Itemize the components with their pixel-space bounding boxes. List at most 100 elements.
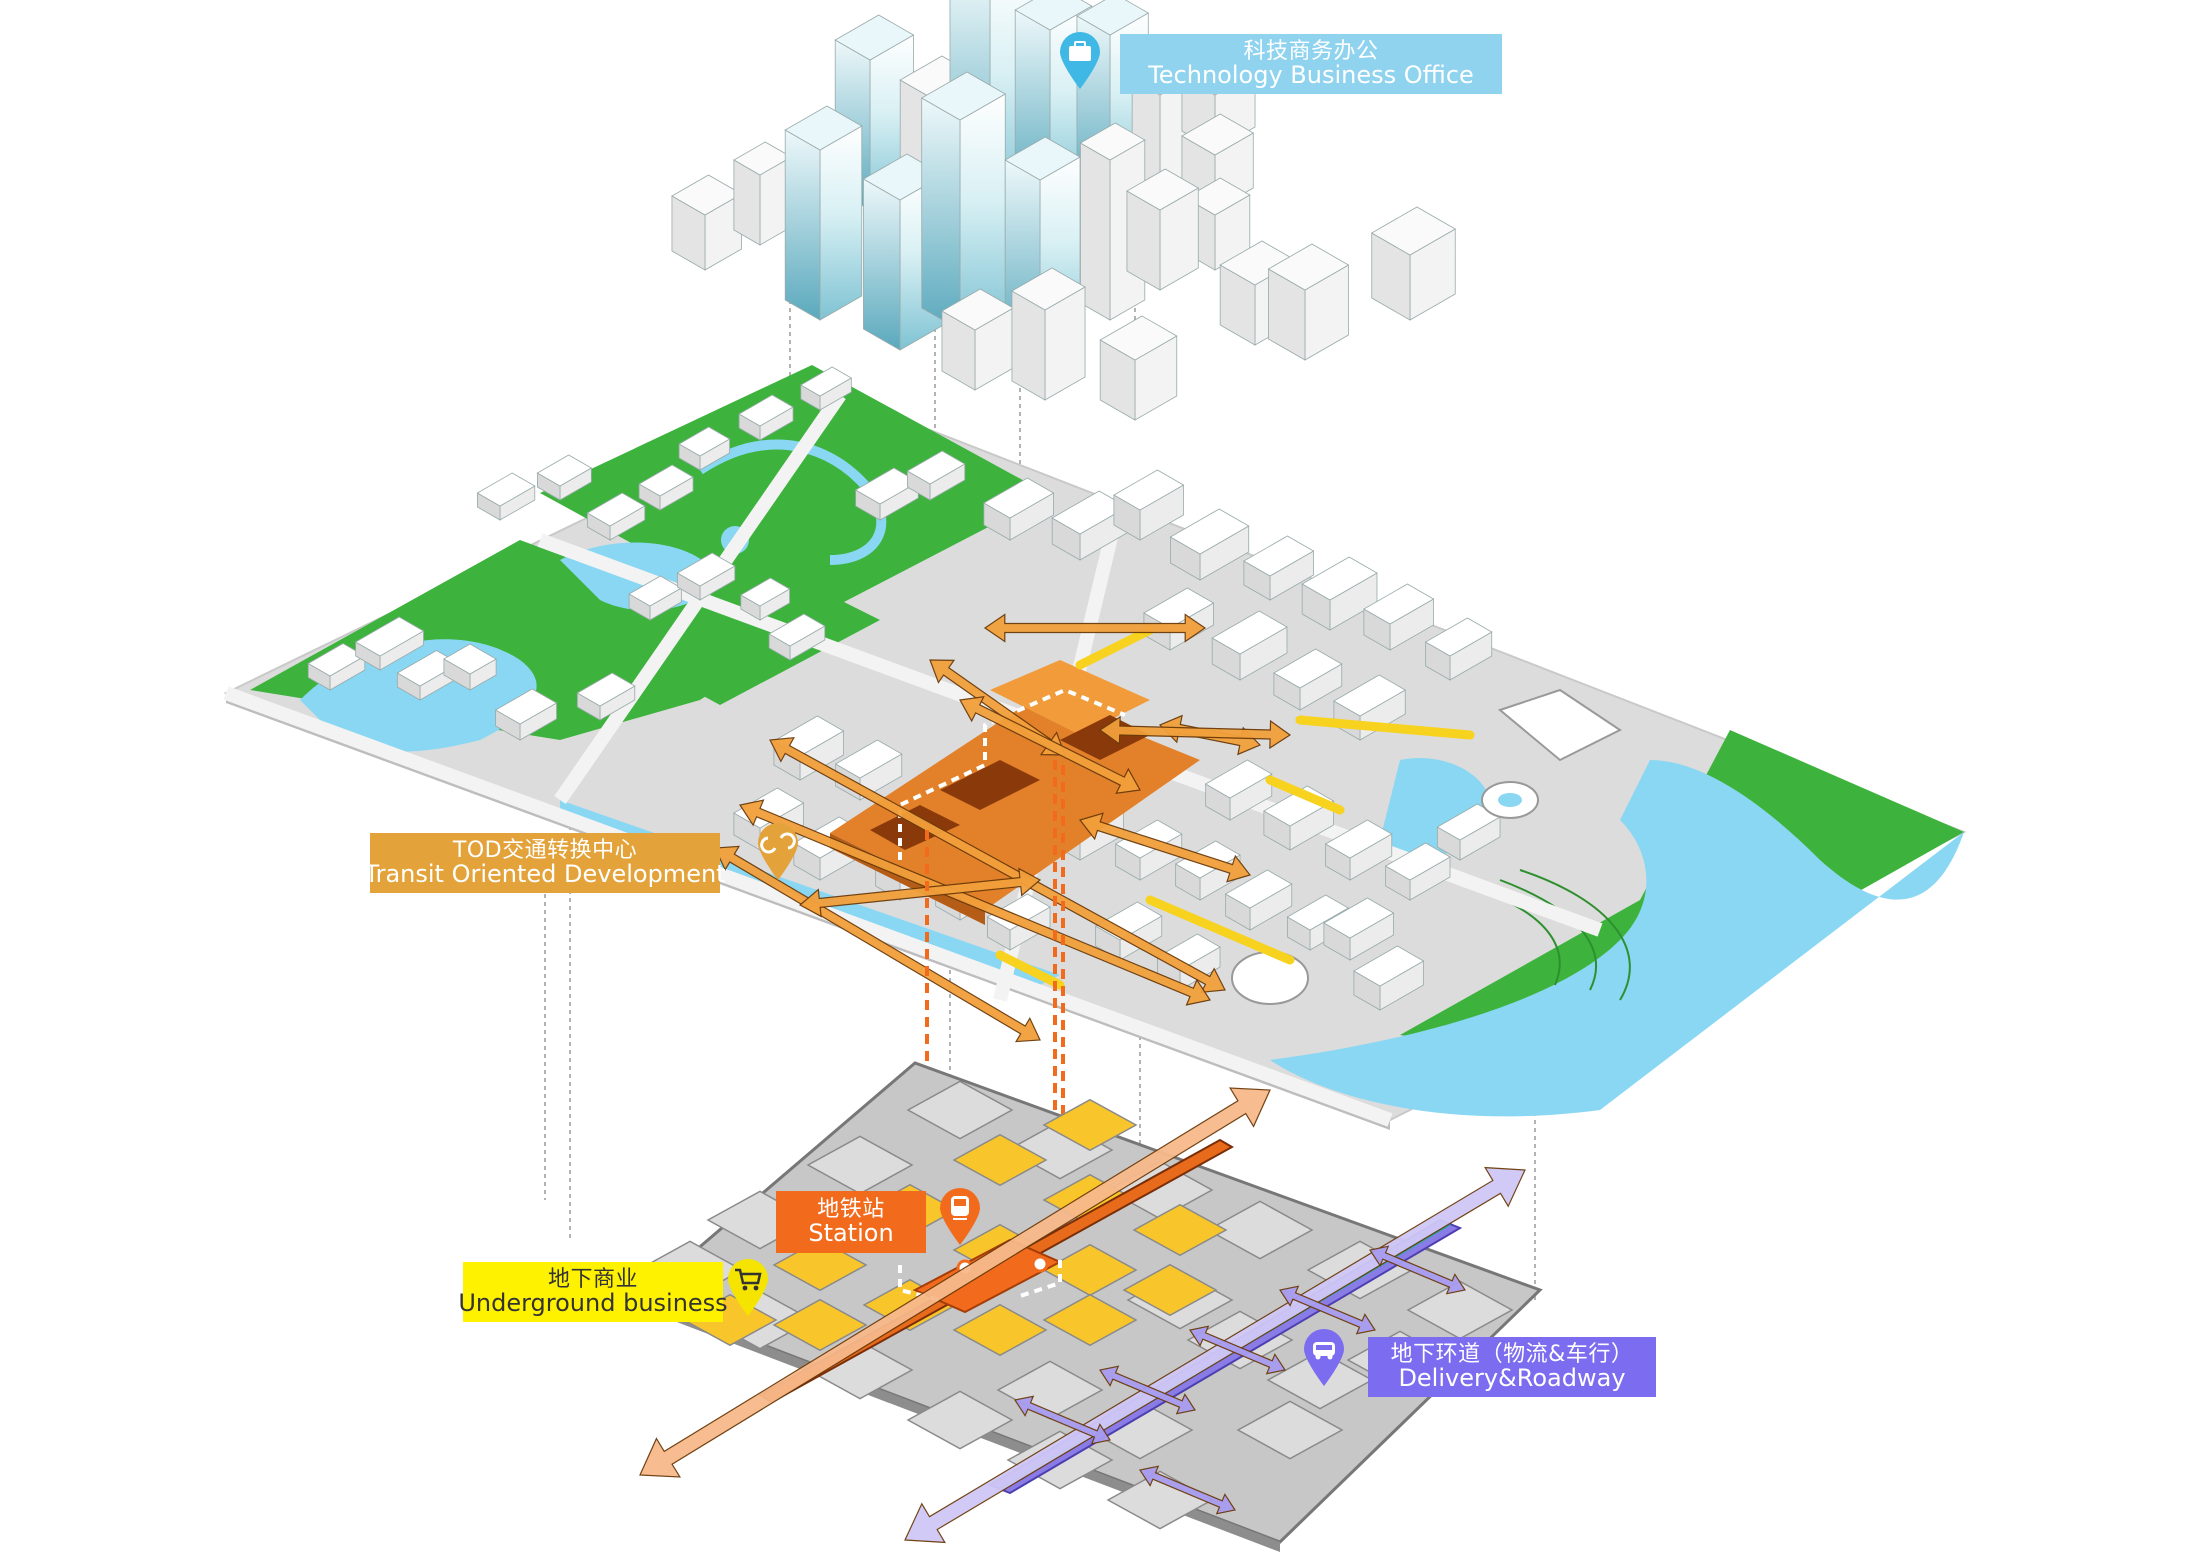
underground-grey-block [906, 1080, 1014, 1140]
city-building-face-top [676, 552, 736, 587]
city-building [628, 575, 683, 621]
city-building [638, 464, 694, 511]
underground-grey-block [906, 1390, 1014, 1450]
city-building-face-top [1363, 583, 1435, 625]
underground-layer [636, 1061, 1543, 1552]
city-building [1323, 897, 1395, 961]
office-tower-face-top [1370, 206, 1457, 256]
city-building [800, 366, 853, 411]
city-building [906, 450, 966, 501]
office-tower-face-top [1079, 122, 1146, 161]
city-building-face-top [854, 467, 920, 505]
office-tower [1011, 267, 1086, 401]
pedestrian-arrow [1098, 715, 1292, 750]
city-building-face-top [638, 464, 694, 497]
city-building-face-top [906, 450, 966, 485]
underground-grey-block [1236, 1400, 1344, 1460]
station-node-2 [1031, 1255, 1049, 1273]
office-tower [1267, 243, 1350, 361]
office-tower-face-top [941, 288, 1015, 331]
city-building-face-top [834, 739, 903, 779]
city-building-face-top [576, 672, 636, 707]
office-tower-face-top [834, 14, 915, 61]
city-building [494, 688, 558, 741]
pedestrian-arrow [983, 613, 1207, 643]
city-building [854, 467, 920, 521]
station-access-path [898, 1260, 1062, 1302]
city-building-face-top [986, 893, 1051, 931]
underground-retail-block [1042, 1243, 1138, 1297]
pedestrian-arrow [798, 867, 1042, 918]
city-building [983, 477, 1055, 541]
delivery-branch-arrow [1099, 1365, 1196, 1415]
city-building-face-top [628, 575, 683, 607]
city-building [676, 552, 736, 601]
city-building [536, 454, 593, 501]
city-building [1353, 945, 1425, 1011]
city-building-face-top [354, 616, 425, 657]
city-building [307, 643, 366, 691]
city-building [1113, 469, 1185, 541]
city-building [476, 472, 536, 521]
label-en: Underground business [458, 1288, 728, 1317]
city-building-face-top [1204, 759, 1273, 799]
delivery-branch-arrow [1189, 1325, 1286, 1375]
office-tower-face-top [1076, 0, 1150, 36]
office-tower-face-top [1126, 168, 1200, 211]
city-building-face-top [1211, 610, 1288, 655]
label-technology-business-office: 科技商务办公 Technology Business Office [1120, 34, 1502, 94]
city-building-face-top [307, 643, 366, 677]
road-link-arrows [995, 625, 1475, 990]
label-zh: 科技商务办公 [1243, 38, 1379, 64]
office-tower [1370, 206, 1457, 321]
city-building-face-top [768, 613, 826, 647]
city-building-face-top [443, 643, 497, 675]
delivery-branch-arrow [1369, 1245, 1466, 1295]
transfer-icon [758, 823, 798, 880]
park-river [697, 439, 887, 565]
city-building [768, 613, 826, 661]
underground-retail-block [772, 1298, 868, 1352]
label-zh: 地下环道（物流&车行） [1390, 1341, 1634, 1367]
underground-grey-block [1206, 1200, 1314, 1260]
city-building-face-top [1224, 869, 1293, 909]
delivery-axis-arrow [904, 1166, 1526, 1544]
city-building [586, 492, 646, 541]
city-building [1436, 803, 1501, 861]
city-building-face-top [1333, 674, 1407, 717]
city-building [354, 616, 425, 671]
office-tower-face-left [784, 129, 821, 321]
east-lake [1270, 760, 1964, 1117]
park-block-south [600, 560, 880, 705]
city-building-face-top [1169, 508, 1250, 555]
city-building-face-top [536, 454, 593, 487]
office-tower [920, 71, 1007, 331]
city-building-face-top [678, 426, 731, 457]
underground-retail-block [952, 1303, 1048, 1357]
briefcase-icon [1060, 32, 1100, 89]
city-building-face-top [1323, 897, 1395, 939]
city-building-face-top [1301, 556, 1378, 601]
city-building [1169, 508, 1250, 581]
underground-arrows [639, 1087, 1526, 1544]
office-tower [1126, 168, 1200, 291]
delivery-branch-arrow [1279, 1285, 1376, 1335]
label-zh: TOD交通转换中心 [452, 837, 638, 863]
office-tower-face-left [921, 97, 961, 331]
pedestrian-arrow [1078, 812, 1252, 883]
pedestrian-arrow [769, 736, 1226, 994]
metro-axis-arrow [639, 1087, 1271, 1478]
city-building [1363, 583, 1435, 651]
shopping-cart-icon [728, 1259, 768, 1316]
office-tower-face-top [784, 105, 863, 151]
park-block-north [540, 365, 1050, 630]
label-en: Delivery&Roadway [1398, 1363, 1626, 1392]
office-tower-face-top [920, 71, 1007, 121]
city-building-face-top [738, 394, 794, 427]
label-transit-oriented-development: TOD交通转换中心 Transit Oriented Development [364, 833, 726, 893]
label-delivery-roadway: 地下环道（物流&车行） Delivery&Roadway [1368, 1337, 1656, 1397]
office-tower-face-top [1181, 113, 1255, 156]
label-en: Transit Oriented Development [364, 859, 726, 888]
